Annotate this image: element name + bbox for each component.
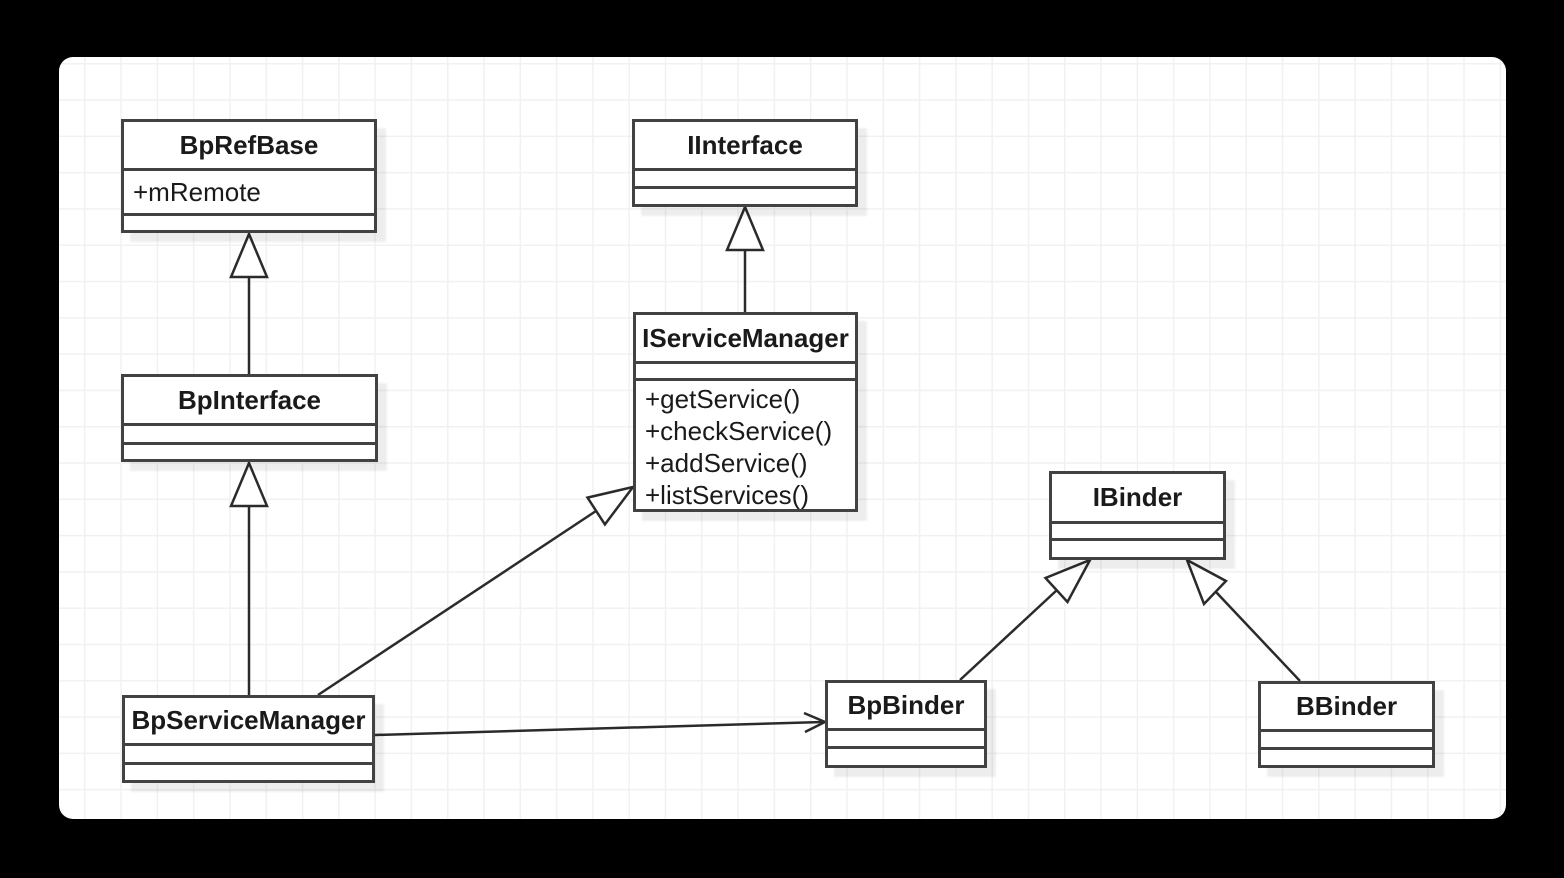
attributes-compartment [124, 423, 375, 442]
method: +listServices() [645, 480, 809, 509]
generalization-bpinterface-to-bprefbase[interactable] [229, 230, 269, 374]
class-box-bpbinder[interactable]: BpBinder [825, 680, 987, 768]
methods-compartment [635, 186, 855, 204]
hollow-triangle-arrowhead [229, 459, 269, 508]
attributes-compartment [635, 168, 855, 186]
method: +addService() [645, 448, 808, 478]
class-title: BpRefBase [179, 129, 319, 160]
class-title: IInterface [687, 129, 803, 160]
generalization-bbinder-to-ibinder[interactable] [1184, 557, 1301, 682]
hollow-triangle-arrowhead [229, 230, 269, 279]
class-title: BpServiceManager [131, 705, 366, 735]
class-box-iinterface[interactable]: IInterface [632, 119, 858, 207]
class-box-bpservicemanager[interactable]: BpServiceManager [122, 695, 375, 783]
class-title: IServiceManager [642, 322, 849, 353]
attributes-compartment [1052, 521, 1223, 538]
class-title: IBinder [1092, 482, 1183, 512]
methods-compartment [1052, 538, 1223, 557]
connector-layer [229, 203, 1301, 737]
hollow-triangle-arrowhead [585, 485, 637, 527]
methods-compartment [124, 442, 375, 459]
attributes-compartment [125, 743, 372, 762]
class-box-iservicemanager[interactable]: IServiceManager +getService() +checkServ… [633, 312, 858, 512]
hollow-triangle-arrowhead [725, 203, 765, 252]
generalization-bpservicemanager-to-iservicemanager[interactable] [317, 485, 637, 697]
class-title: BpInterface [177, 384, 322, 415]
association-bpservicemanager-to-bpbinder[interactable] [374, 711, 828, 737]
class-box-bbinder[interactable]: BBinder [1258, 681, 1435, 768]
diagram-canvas: BpRefBase +mRemote IInterface IServiceMa… [59, 57, 1506, 819]
methods-compartment [828, 746, 984, 765]
attributes-compartment [828, 728, 984, 746]
method: +getService() [645, 384, 801, 414]
attributes-compartment [636, 361, 855, 378]
hollow-triangle-arrowhead [1043, 557, 1093, 605]
class-box-ibinder[interactable]: IBinder [1049, 471, 1226, 560]
attributes-compartment [1261, 729, 1432, 747]
class-box-bpinterface[interactable]: BpInterface [121, 374, 378, 462]
hollow-triangle-arrowhead [1184, 557, 1229, 607]
class-title: BBinder [1295, 691, 1398, 721]
generalization-bpbinder-to-ibinder[interactable] [959, 557, 1093, 681]
generalization-bpservicemanager-to-bpinterface[interactable] [229, 459, 269, 695]
class-title: BpBinder [847, 690, 965, 720]
generalization-iservicemanager-to-iinterface[interactable] [725, 203, 765, 312]
attributes-compartment: +mRemote [124, 168, 374, 213]
method: +checkService() [645, 416, 833, 446]
methods-compartment: +getService() +checkService() +addServic… [636, 378, 855, 509]
class-box-bprefbase[interactable]: BpRefBase +mRemote [121, 119, 377, 233]
attribute: +mRemote [133, 176, 261, 207]
methods-compartment [1261, 747, 1432, 765]
methods-compartment [124, 213, 374, 230]
methods-compartment [125, 762, 372, 780]
